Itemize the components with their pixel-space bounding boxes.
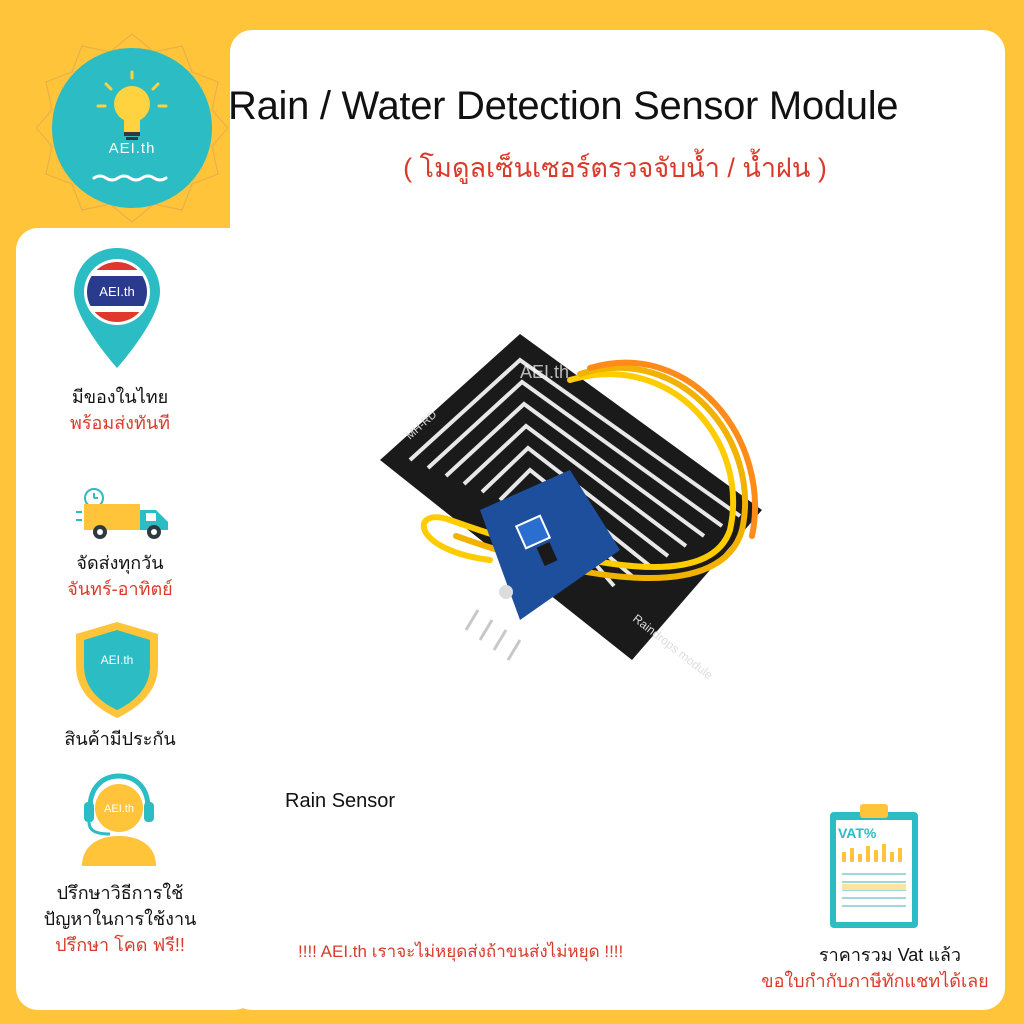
logo-text: AEI.th (108, 140, 156, 157)
feature-warranty-line1: สินค้ามีประกัน (64, 729, 176, 749)
vat-line1: ราคารวม Vat แล้ว (819, 945, 961, 965)
control-module (464, 470, 620, 661)
feature-support-line3: ปรึกษา โคด ฟรี!! (55, 935, 185, 955)
headset-badge-text: AEI.th (104, 803, 134, 815)
feature-support-line2: ปัญหาในการใช้งาน (43, 909, 197, 929)
feature-stock-line1: มีของในไทย (71, 387, 169, 407)
pin-badge-text: AEI.th (99, 284, 135, 299)
page-title: Rain / Water Detection Sensor Module (228, 84, 899, 128)
footer-message: !!!! AEI.th เราจะไม่หยุดส่งถ้าขนส่งไม่หย… (298, 942, 624, 961)
feature-delivery-line2: จันทร์-อาทิตย์ (67, 579, 173, 599)
delivery-truck-icon (76, 488, 168, 539)
vat-badge: VAT% (838, 825, 877, 841)
light-bulb-icon (96, 70, 168, 140)
logo-badge (36, 33, 228, 223)
vat-line2: ขอใบกำกับภาษีทักแชทได้เลย (761, 971, 989, 991)
page-subtitle: ( โมดูลเซ็นเซอร์ตรวจจับน้ำ / น้ำฝน ) (403, 153, 827, 183)
thailand-map-pin-icon (74, 248, 160, 368)
feature-support-line1: ปรึกษาวิธีการใช้ (56, 883, 184, 903)
product-watermark: AEI.th (520, 362, 569, 382)
sidebar-panel (16, 228, 256, 1010)
feature-stock-line2: พร้อมส่งทันที (69, 413, 171, 433)
shield-badge-text: AEI.th (101, 653, 134, 667)
shield-icon: AEI.th (76, 622, 158, 718)
feature-delivery-line1: จัดส่งทุกวัน (76, 553, 164, 573)
headset-support-icon: AEI.th (82, 773, 156, 866)
product-caption: Rain Sensor (285, 790, 396, 812)
vat-clipboard-icon: VAT% (830, 804, 918, 928)
rain-sensor-product-image: MH-RD Raindrops module AEI.th (380, 334, 762, 683)
